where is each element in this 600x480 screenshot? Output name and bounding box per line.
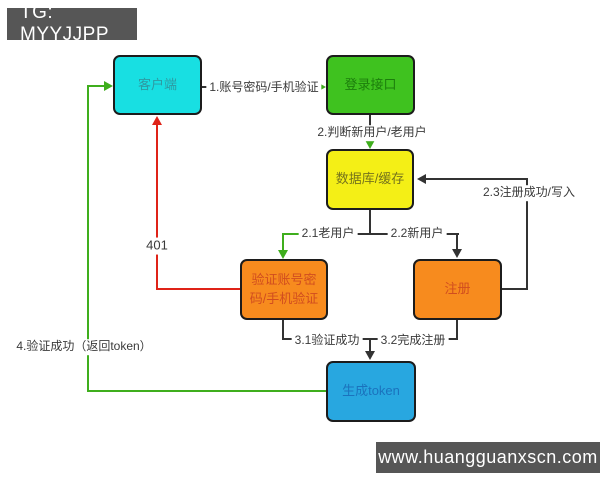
edge-401-vertical	[156, 122, 158, 289]
arrowhead-into-verify	[278, 250, 288, 259]
edge-label-401: 401	[143, 237, 171, 255]
edge-olduser-drop	[282, 233, 284, 251]
edge-writeback-top	[426, 178, 528, 180]
arrowhead-into-token	[365, 351, 375, 360]
node-token: 生成token	[326, 361, 416, 422]
node-database: 数据库/缓存	[326, 149, 414, 210]
edge-401-horizontal	[156, 288, 240, 290]
edge-label-step1: 1.账号密码/手机验证	[206, 80, 322, 96]
edge-label-step3-1: 3.1验证成功	[291, 333, 363, 349]
edge-branch-horizontal	[283, 233, 459, 235]
telegram-handle-text: TG: MYYJJPP	[20, 2, 110, 45]
edge-return-vertical	[87, 86, 89, 391]
arrowhead-into-database-right	[417, 174, 426, 184]
edge-label-step2-2: 2.2新用户	[387, 226, 447, 242]
edge-label-step4: 4.验证成功（返回token）	[13, 339, 155, 355]
node-register: 注册	[413, 259, 502, 320]
edge-writeback-vertical	[526, 178, 528, 290]
node-verify: 验证账号密码/手机验证	[240, 259, 328, 320]
edge-writeback-bottom	[502, 288, 528, 290]
website-watermark-banner: www.huangguanxscn.com	[376, 442, 600, 473]
edge-label-step2-1: 2.1老用户	[298, 226, 358, 242]
node-verify-label: 验证账号密码/手机验证	[249, 271, 319, 306]
arrowhead-into-database	[365, 140, 375, 149]
website-url-text: www.huangguanxscn.com	[378, 447, 598, 467]
arrowhead-into-client-bottom	[152, 116, 162, 125]
telegram-watermark-banner: TG: MYYJJPP	[7, 2, 137, 45]
arrowhead-into-client-left	[104, 81, 113, 91]
edge-label-step2-3: 2.3注册成功/写入	[479, 185, 579, 201]
edge-return-bottom	[87, 390, 326, 392]
node-database-label: 数据库/缓存	[335, 171, 405, 187]
node-client: 客户端	[113, 55, 202, 115]
edge-label-step2: 2.判断新用户/老用户	[314, 125, 430, 141]
node-login-api-label: 登录接口	[344, 76, 397, 92]
edge-register-down	[456, 320, 458, 340]
node-client-label: 客户端	[137, 76, 177, 92]
node-token-label: 生成token	[342, 383, 400, 399]
node-register-label: 注册	[444, 281, 471, 297]
edge-return-top	[87, 85, 104, 87]
edge-verify-down	[282, 320, 284, 340]
arrowhead-into-register	[452, 249, 462, 258]
node-login-api: 登录接口	[326, 55, 415, 115]
edge-olduser-green-stub	[283, 233, 305, 235]
edge-newuser-drop	[456, 233, 458, 250]
edge-token-stem	[369, 338, 371, 352]
edge-label-step3-2: 3.2完成注册	[377, 333, 449, 349]
edge-database-branch-stem	[369, 210, 371, 235]
